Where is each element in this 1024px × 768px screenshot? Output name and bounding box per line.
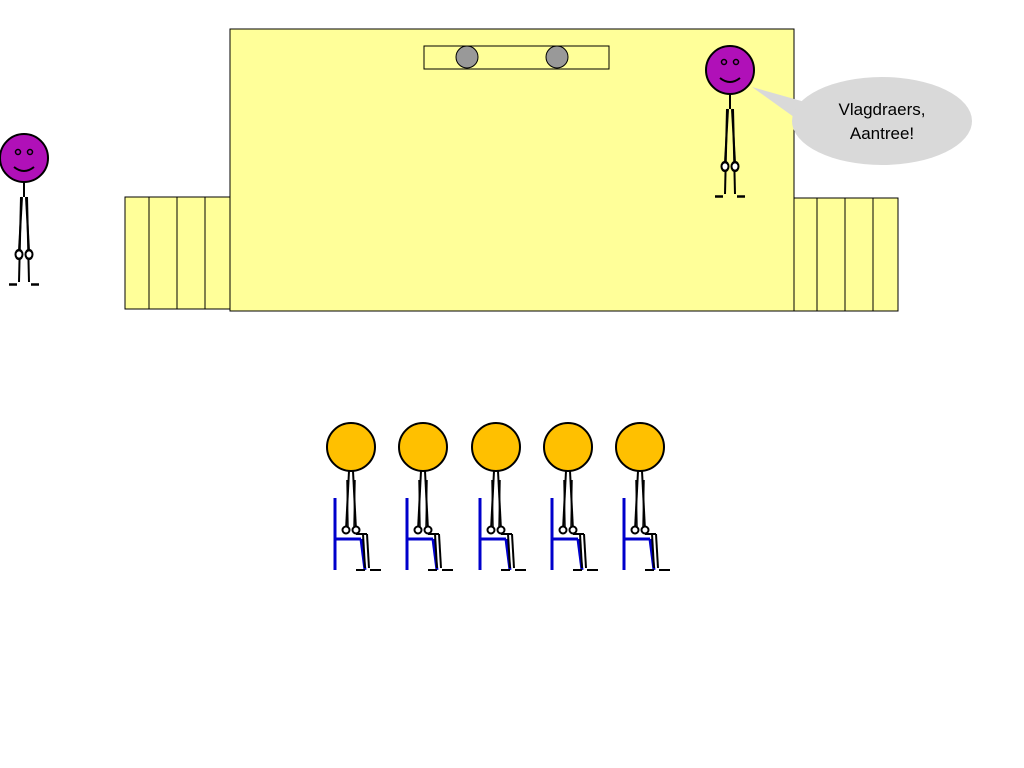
seated-person xyxy=(470,421,528,572)
lamp-right xyxy=(545,45,569,69)
stage xyxy=(229,28,795,312)
speech-line-2: Aantree! xyxy=(850,124,914,143)
right-steps xyxy=(792,197,899,312)
speaker-right xyxy=(705,45,755,198)
light-bar xyxy=(423,45,610,70)
lamp-left xyxy=(455,45,479,69)
speaker-left xyxy=(0,133,49,286)
audience xyxy=(325,421,672,572)
seated-person xyxy=(614,421,672,572)
speech-bubble: Vlagdraers, Aantree! xyxy=(752,77,972,165)
seated-person xyxy=(325,421,383,572)
left-steps xyxy=(124,196,231,310)
speech-line-1: Vlagdraers, xyxy=(839,100,926,119)
seated-person xyxy=(542,421,600,572)
seated-person xyxy=(397,421,455,572)
